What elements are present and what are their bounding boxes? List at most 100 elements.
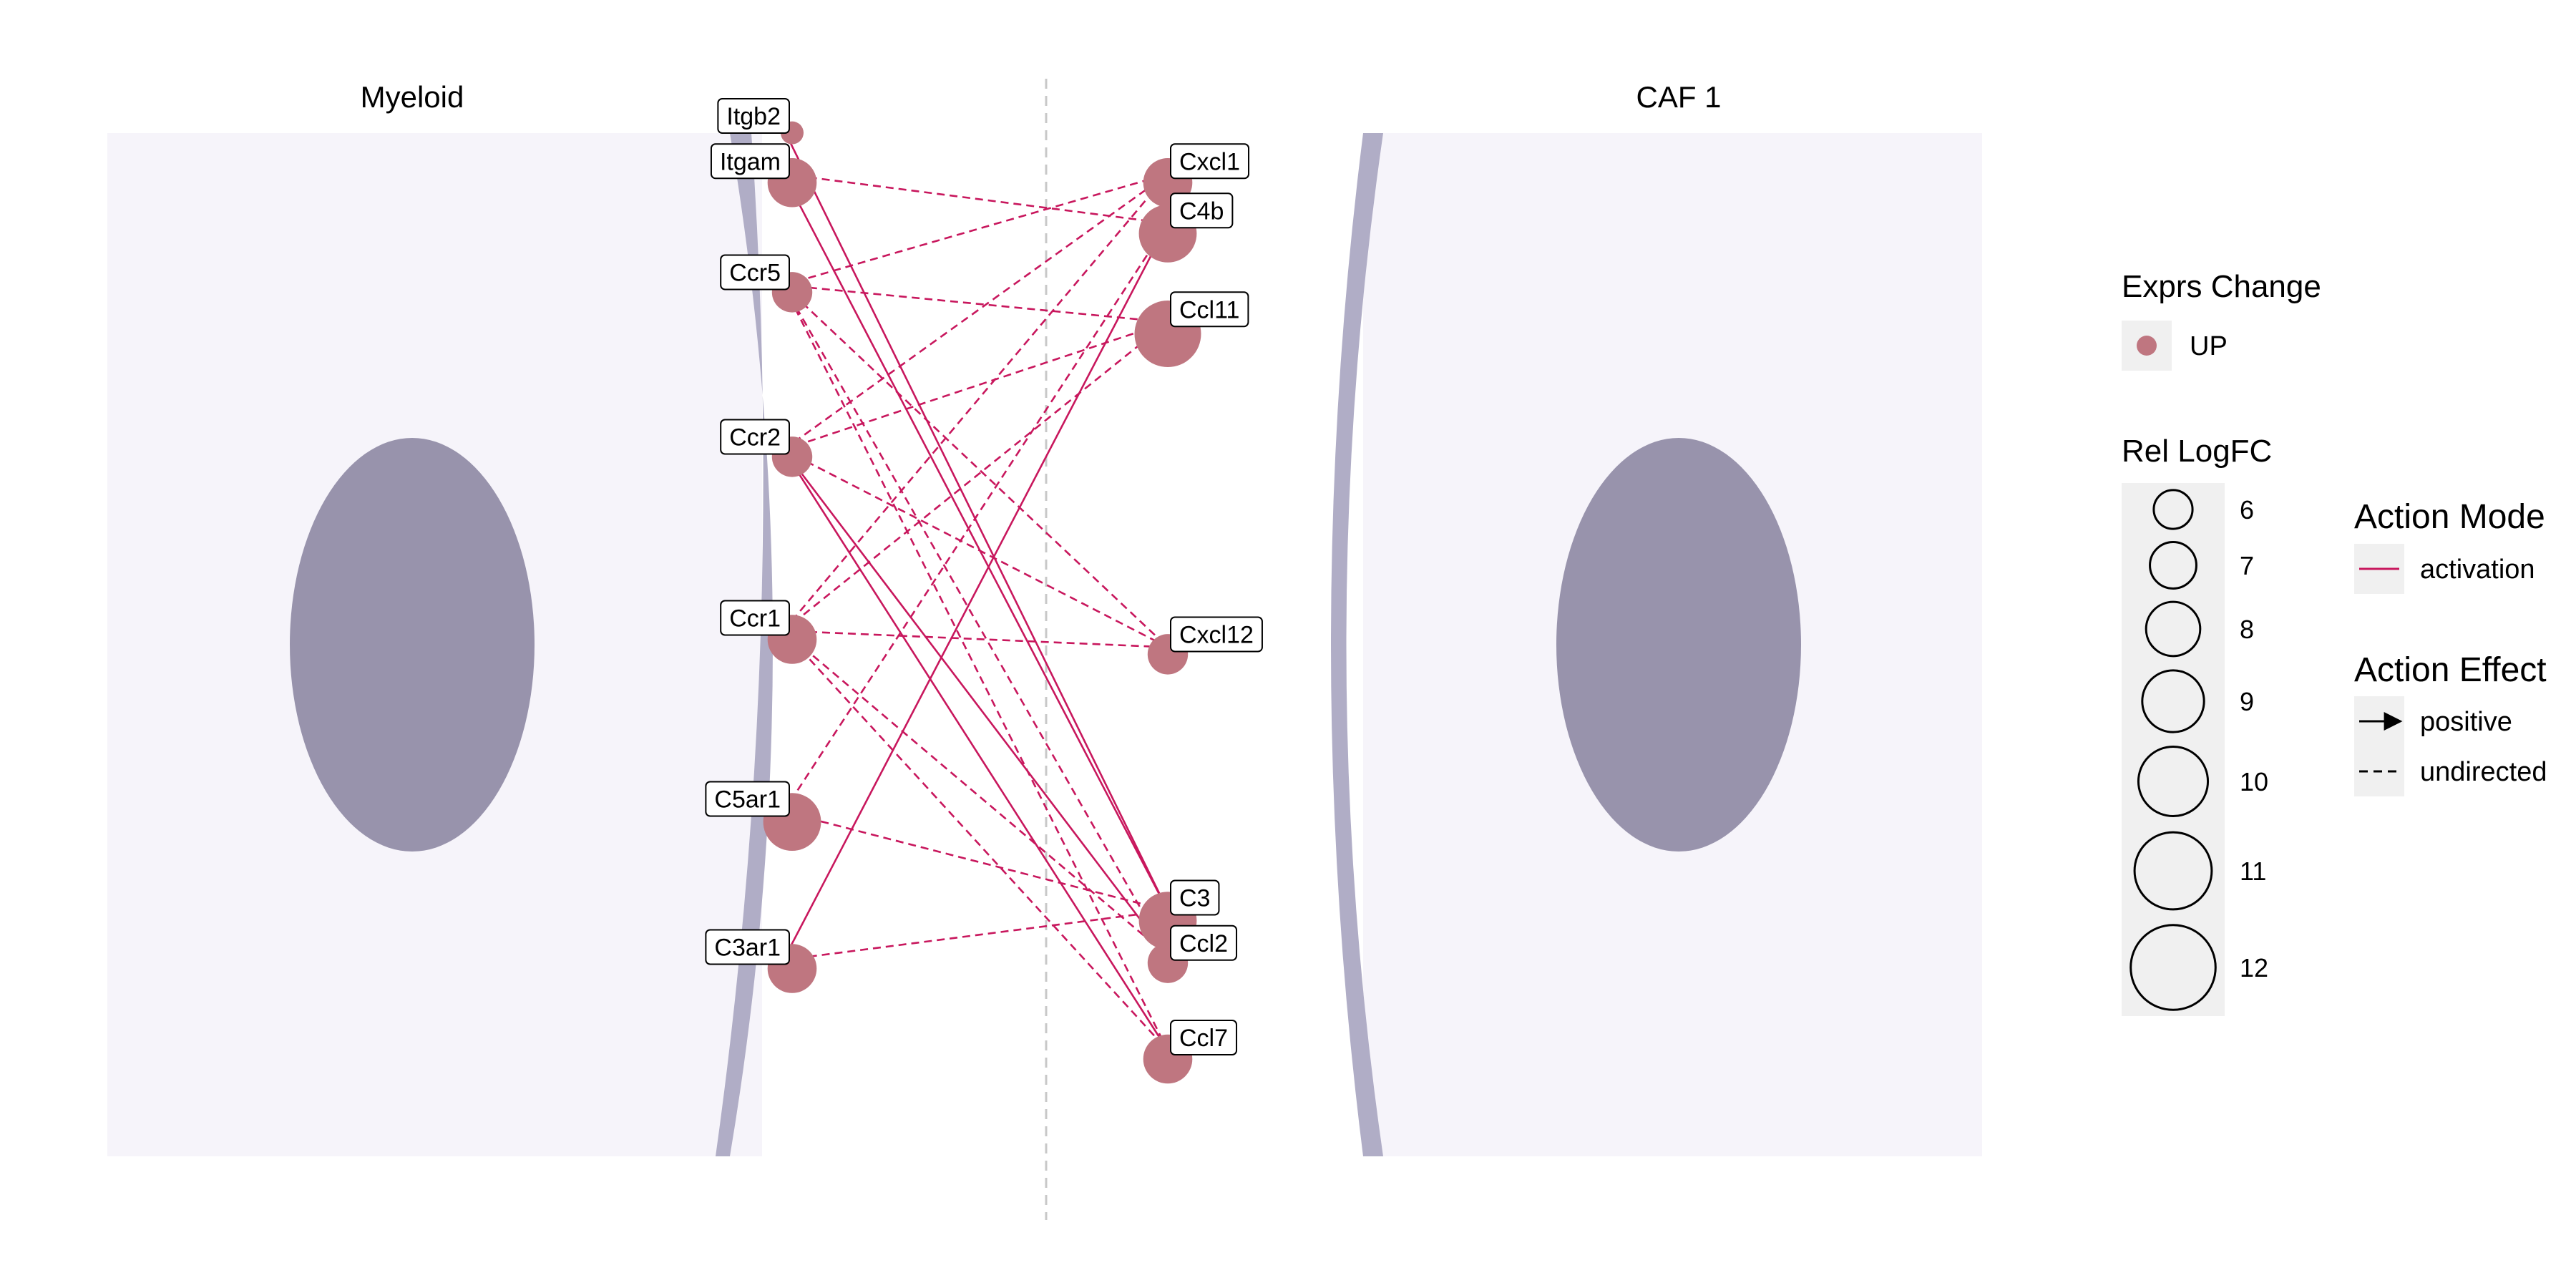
legend-logfc-title: Rel LogFC — [2122, 434, 2272, 469]
legend-logfc-value-10: 10 — [2240, 767, 2268, 796]
edge-ccr1-cxcl12 — [783, 630, 1169, 648]
label-text-ccl2: Ccl2 — [1179, 930, 1228, 957]
label-box-cxcl1 — [1170, 143, 1250, 180]
label-text-ccl7: Ccl7 — [1179, 1025, 1228, 1052]
edge-c5ar1-c3 — [783, 811, 1169, 912]
edge-c3ar1-c4b — [782, 223, 1169, 961]
edge-c5ar1-c4b — [782, 223, 1169, 813]
label-c4b: C4b — [1170, 192, 1234, 229]
edge-ccr1-ccl2 — [783, 630, 1169, 957]
legend-logfc-value-9: 9 — [2240, 687, 2254, 716]
legend-logfc-circle-11 — [2133, 831, 2213, 911]
edge-ccr1-ccl11 — [783, 321, 1169, 632]
legend-mode-title: Action Mode — [2354, 498, 2545, 536]
label-box-itgam — [710, 143, 790, 180]
cell-left: Myeloid — [107, 80, 773, 1156]
label-box-ccr5 — [720, 254, 790, 291]
label-box-c3ar1 — [705, 929, 790, 965]
legend-logfc-value-7: 7 — [2240, 551, 2254, 580]
legend-logfc-circle-6 — [2152, 489, 2194, 530]
legend-logfc-items: 6 7 8 9 10 11 12 — [2129, 489, 2268, 1011]
label-ccl11: Ccl11 — [1170, 291, 1249, 328]
label-text-cxcl12: Cxcl12 — [1179, 622, 1254, 649]
label-ccl2: Ccl2 — [1170, 924, 1238, 961]
label-text-ccr5: Ccr5 — [729, 260, 781, 287]
edge-ccr1-cxcl1 — [783, 173, 1169, 632]
legend-effect-title: Action Effect — [2354, 651, 2547, 689]
panel-title-left: Myeloid — [361, 80, 464, 114]
label-box-ccr2 — [720, 419, 790, 455]
legend-effect-undirected-label: undirected — [2420, 757, 2547, 787]
edge-itgam-c4b — [783, 172, 1169, 225]
legend-mode-activation-label: activation — [2420, 555, 2535, 585]
legend-logfc-value-8: 8 — [2240, 615, 2254, 644]
label-ccr2: Ccr2 — [720, 419, 790, 455]
legend-exprs-title: Exprs Change — [2122, 269, 2321, 304]
label-text-c5ar1: C5ar1 — [714, 786, 781, 814]
label-ccr1: Ccr1 — [720, 600, 790, 636]
label-box-cxcl12 — [1170, 616, 1263, 653]
edge-ccr1-ccl7 — [783, 630, 1169, 1051]
legend-logfc-value-12: 12 — [2240, 953, 2268, 982]
legend-action-mode: Action Mode activation — [2354, 498, 2545, 594]
label-text-ccl11: Ccl11 — [1179, 296, 1239, 323]
label-box-ccl2 — [1170, 924, 1238, 961]
nodes-layer — [763, 121, 1201, 1084]
edge-ccr5-cxcl1 — [783, 173, 1169, 286]
legend-logfc-value-11: 11 — [2240, 857, 2266, 886]
cell-membrane-right — [1331, 133, 1383, 1156]
label-c3ar1: C3ar1 — [705, 929, 790, 965]
edge-ccl7-ccr2 — [782, 449, 1169, 1051]
label-ccl7: Ccl7 — [1170, 1020, 1238, 1055]
label-itgb2: Itgb2 — [717, 98, 790, 134]
label-cxcl12: Cxcl12 — [1170, 616, 1263, 653]
legend-rel-logfc: Rel LogFC 6 7 8 9 10 11 12 — [2122, 434, 2272, 1016]
edge-ccr5-ccl2 — [782, 284, 1169, 957]
edge-ccr2-ccl11 — [783, 321, 1169, 451]
edges-layer — [782, 128, 1169, 1051]
label-box-ccl7 — [1170, 1020, 1238, 1055]
label-box-c5ar1 — [705, 781, 790, 817]
legend-exprs-up-dot — [2137, 336, 2157, 356]
label-ccr5: Ccr5 — [720, 254, 790, 291]
edge-ccr5-cxcl12 — [783, 284, 1169, 648]
nucleus-right — [1556, 438, 1801, 852]
legend-logfc-circle-9 — [2141, 669, 2205, 733]
edge-ccr5-ccl7 — [782, 284, 1169, 1051]
cell-right: CAF 1 — [1331, 80, 1982, 1156]
label-text-itgam: Itgam — [720, 148, 781, 175]
edge-ccr2-cxcl12 — [783, 449, 1169, 648]
label-cxcl1: Cxcl1 — [1170, 143, 1250, 180]
legend-exprs-change: Exprs Change UP — [2122, 269, 2321, 371]
label-text-ccr1: Ccr1 — [729, 605, 781, 633]
edge-c3ar1-c3 — [783, 909, 1169, 961]
label-itgam: Itgam — [710, 143, 790, 180]
label-text-ccr2: Ccr2 — [729, 424, 781, 452]
label-box-ccl11 — [1170, 291, 1249, 328]
legend-exprs-up-label: UP — [2190, 331, 2228, 361]
edge-ccr5-ccl11 — [783, 284, 1169, 323]
label-c5ar1: C5ar1 — [705, 781, 790, 817]
label-c3: C3 — [1170, 879, 1220, 916]
panel-title-right: CAF 1 — [1636, 80, 1721, 114]
legend-effect-positive-label: positive — [2420, 707, 2512, 737]
legend-logfc-circle-12 — [2129, 924, 2217, 1011]
nucleus-left — [290, 438, 535, 852]
edge-itgam-c3 — [782, 173, 1169, 912]
legend-action-effect: Action Effect positive undirected — [2354, 651, 2547, 796]
legend-logfc-circle-8 — [2145, 600, 2202, 658]
edge-itgb2-c3 — [782, 128, 1169, 912]
edge-ccr2-cxcl1 — [783, 173, 1169, 451]
edge-ccl2-ccr2 — [782, 449, 1169, 957]
legend-logfc-value-6: 6 — [2240, 495, 2254, 525]
label-text-c3: C3 — [1179, 885, 1210, 912]
label-box-c3 — [1170, 879, 1220, 916]
label-text-c3ar1: C3ar1 — [714, 935, 781, 962]
label-text-cxcl1: Cxcl1 — [1179, 148, 1240, 175]
legend-logfc-circle-10 — [2137, 745, 2210, 818]
label-text-c4b: C4b — [1179, 197, 1224, 225]
legend-effect-key-bg — [2354, 696, 2404, 796]
legend-logfc-circle-7 — [2149, 541, 2197, 590]
